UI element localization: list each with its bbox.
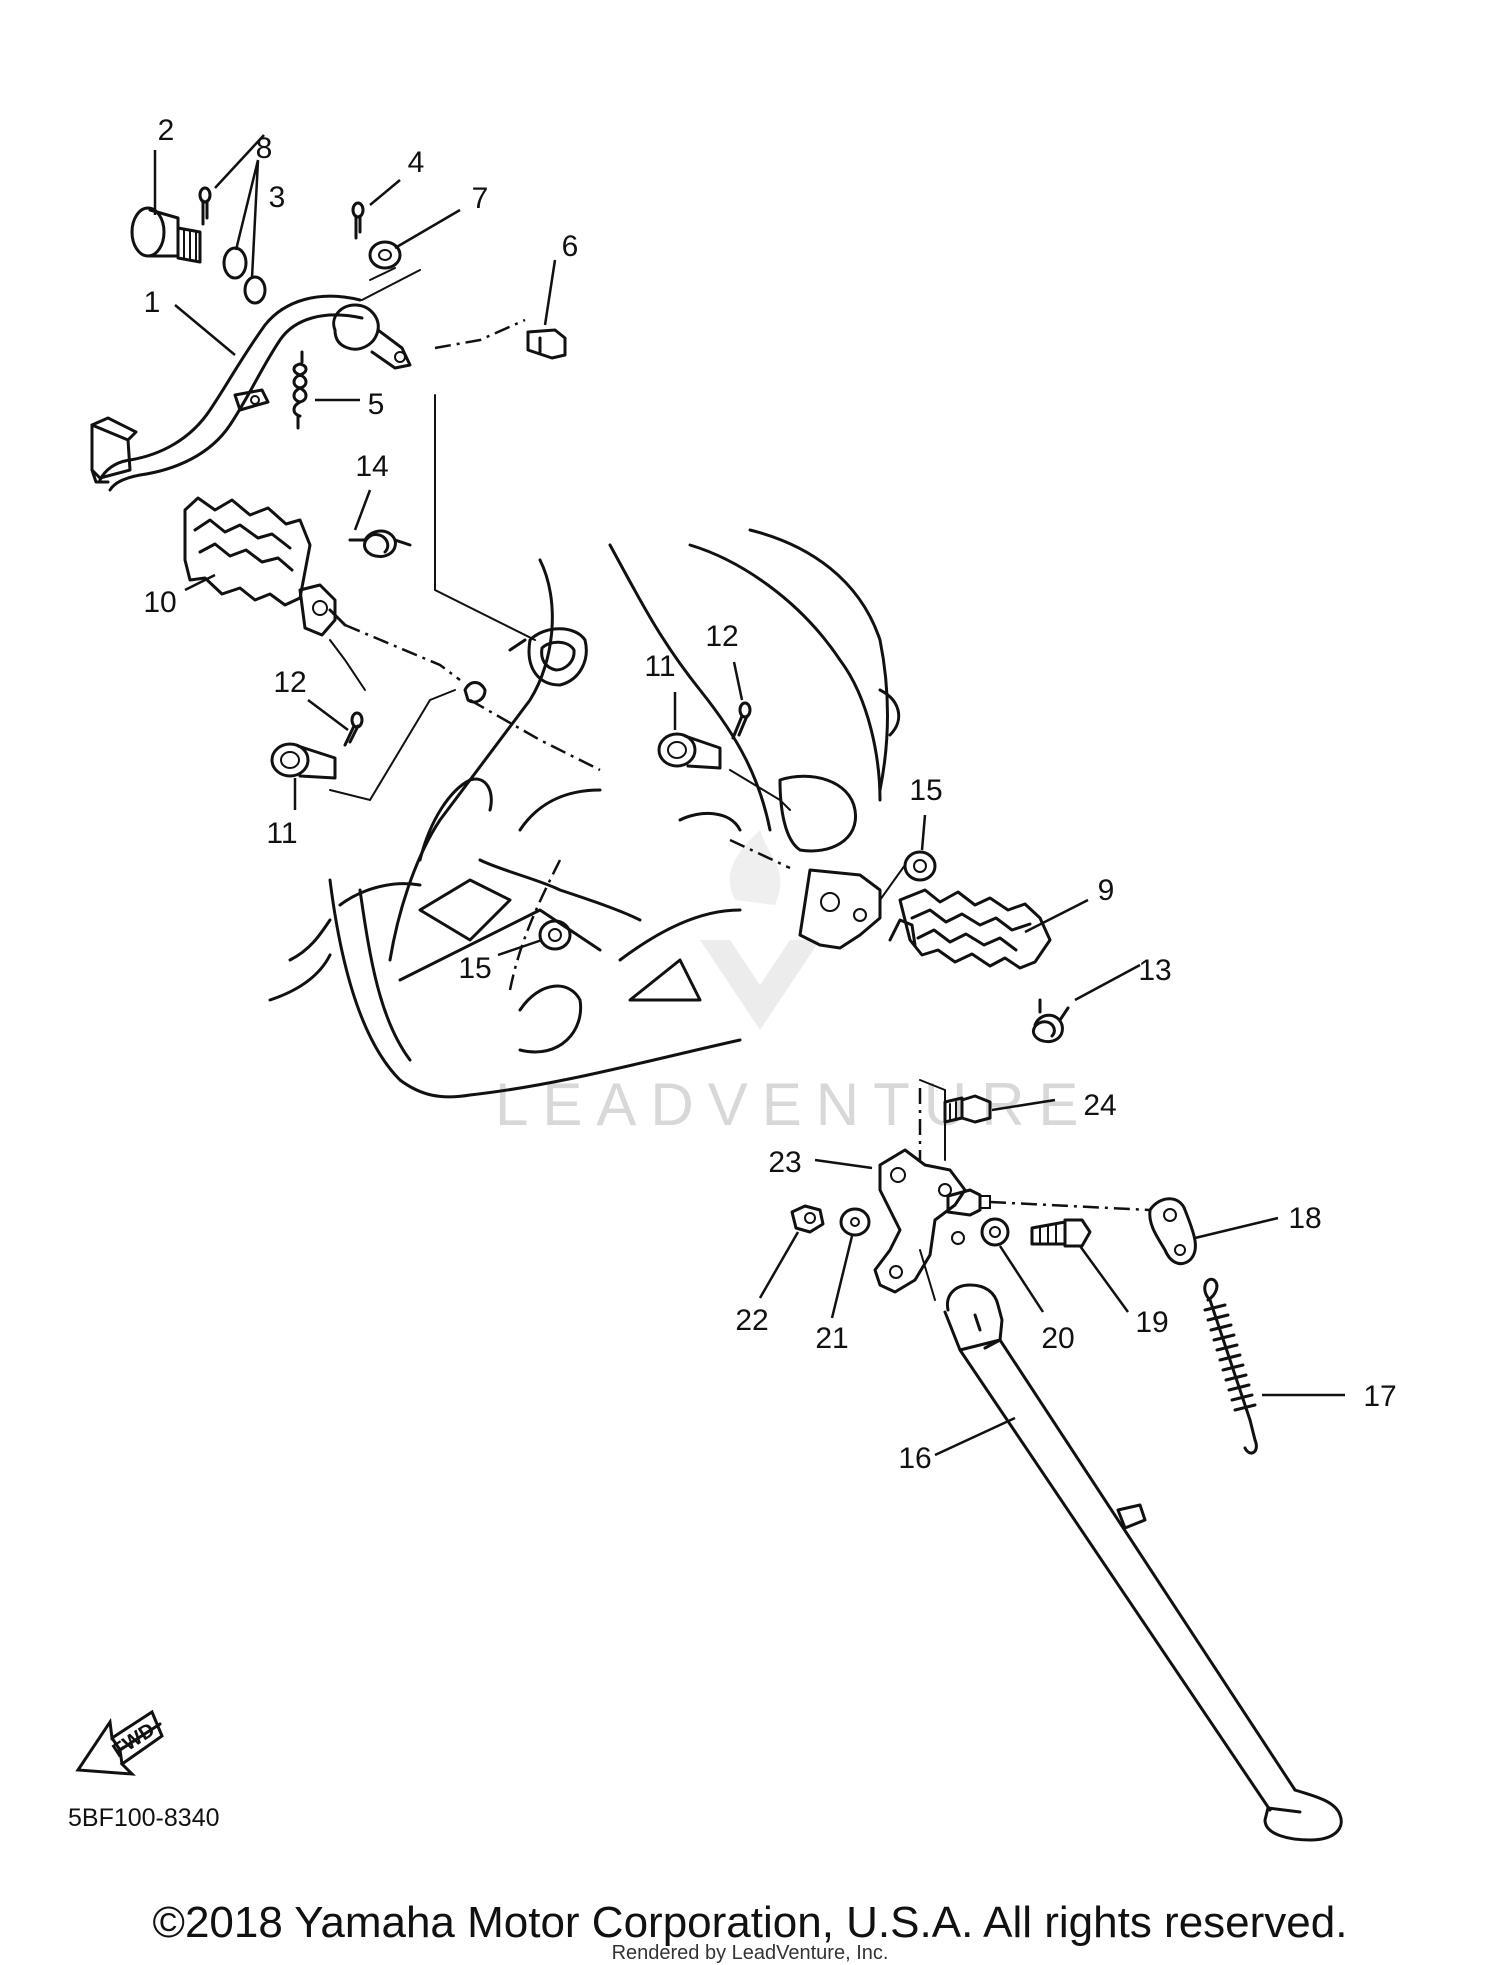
footrest-bracket: [798, 868, 882, 950]
callout-16: 16: [898, 1442, 931, 1475]
bolt-19: [1030, 1218, 1092, 1248]
callout-21: 21: [815, 1322, 848, 1355]
washer-7: [368, 240, 402, 270]
pivot-shaft-bolt: [130, 206, 202, 264]
collar-21: [839, 1207, 871, 1237]
callout-10: 10: [143, 586, 176, 619]
pin-6: [526, 328, 567, 360]
clevis-pin-11-left: [270, 742, 337, 780]
callout-5: 5: [368, 388, 385, 421]
callout-11-left: 11: [266, 817, 297, 850]
callout-13: 13: [1138, 954, 1171, 987]
leader-lines: [153, 134, 1345, 1457]
callout-15-left: 15: [458, 952, 491, 985]
callout-22: 22: [735, 1304, 768, 1337]
copyright-notice: ©2018 Yamaha Motor Corporation, U.S.A. A…: [152, 1898, 1348, 1947]
rendered-by-credit: Rendered by LeadVenture, Inc.: [611, 1942, 889, 1964]
watermark: LEADVENTURE: [495, 830, 1092, 1138]
watermark-text: LEADVENTURE: [495, 1071, 1092, 1138]
plate-18: [1148, 1197, 1197, 1266]
callout-1: 1: [144, 286, 161, 319]
pivot-bolt: [946, 1188, 991, 1217]
brake-pedal: [90, 294, 412, 492]
callouts: 2 8 3 4 7 6 1 5 14 10 12 11 11 12 15 15 …: [143, 114, 1396, 1475]
return-spring-5: [292, 350, 308, 430]
cotter-pin-12-left: [343, 711, 364, 747]
callout-24: 24: [1083, 1089, 1116, 1122]
callout-17: 17: [1363, 1380, 1396, 1413]
callout-11-right: 11: [644, 650, 675, 683]
cotter-pin-4: [351, 201, 365, 240]
footrest-right: [888, 888, 1052, 970]
assembly-lines: [329, 267, 1151, 1301]
footrest-left: [183, 496, 347, 637]
o-rings: [222, 246, 267, 305]
clevis-pin-11-right: [657, 732, 722, 770]
sidestand-spring-17: [1203, 1277, 1258, 1455]
callout-19: 19: [1135, 1306, 1168, 1339]
fwd-arrow: FWD: [75, 1709, 164, 1776]
footrest-spring-13: [1032, 998, 1070, 1044]
washer-15-right: [903, 850, 937, 882]
footrest-spring-14: [348, 529, 412, 558]
cotter-pin-12-right: [731, 701, 752, 740]
washer-15-left: [538, 919, 572, 951]
nut-22: [790, 1204, 825, 1234]
callout-12-left: 12: [273, 666, 306, 699]
cotter-pin-8: [198, 186, 212, 226]
callout-20: 20: [1041, 1322, 1074, 1355]
callout-6: 6: [562, 230, 579, 263]
callout-7: 7: [472, 182, 489, 215]
callout-9: 9: [1098, 874, 1115, 907]
frame-outline: [268, 528, 901, 1099]
callout-8: 8: [256, 132, 273, 165]
callout-18: 18: [1288, 1202, 1321, 1235]
nut-20: [980, 1217, 1010, 1247]
callout-15-right: 15: [909, 774, 942, 807]
sidestand-bracket-23: [873, 1148, 967, 1294]
callout-14: 14: [355, 450, 388, 483]
callout-4: 4: [408, 146, 425, 179]
diagram-reference: 5BF100-8340: [68, 1804, 220, 1832]
callout-23: 23: [768, 1146, 801, 1179]
callout-2: 2: [158, 114, 175, 147]
callout-12-right: 12: [705, 620, 738, 653]
sidestand-16: [943, 1283, 1343, 1842]
callout-3: 3: [269, 181, 286, 214]
